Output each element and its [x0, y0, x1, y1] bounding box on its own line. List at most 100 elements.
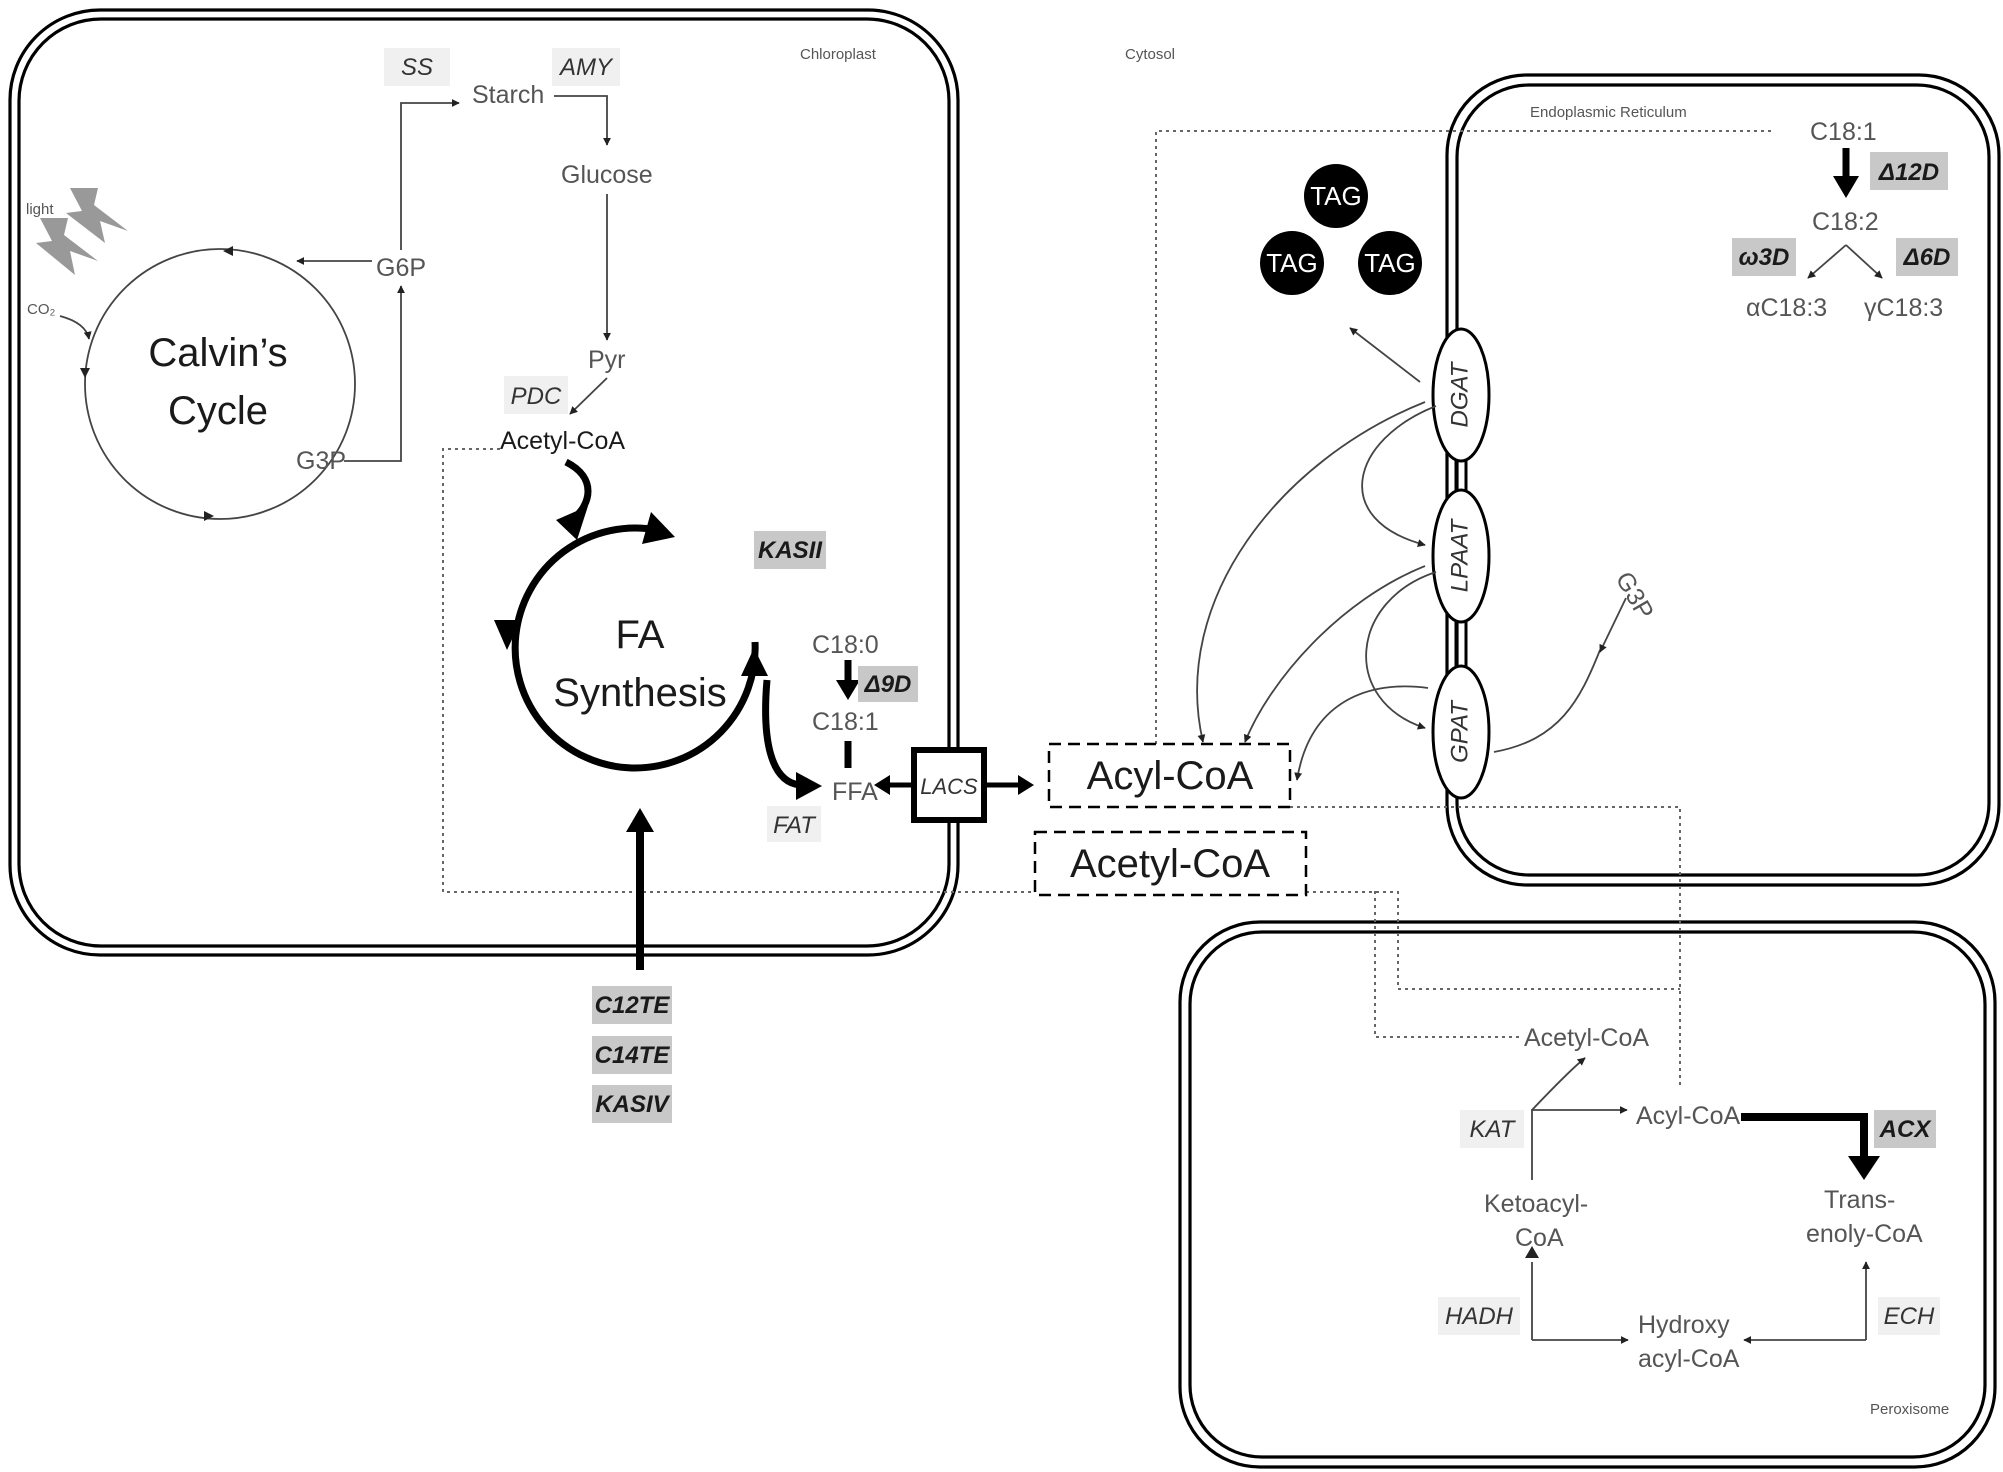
peroxisome-membrane [1178, 920, 1997, 1469]
gpat-label: GPAT [1446, 699, 1473, 763]
w3d-arrow [1807, 244, 1847, 279]
fa-line2: Synthesis [553, 671, 726, 715]
kasii-label: KASII [758, 537, 823, 564]
d12d-arrowhead [1833, 176, 1859, 198]
fa-line1: FA [616, 613, 665, 657]
er-membrane [1445, 73, 2001, 887]
co2-label: CO₂ [27, 301, 56, 318]
pyr: Pyr [588, 346, 626, 374]
fa-cycle-arrowheads [494, 512, 768, 676]
dgat-ellipse [1431, 327, 1491, 463]
er-label: Endoplasmic Reticulum [1530, 104, 1687, 121]
lpaat-ellipse [1431, 488, 1491, 624]
d12d-label: Δ12D [1878, 159, 1939, 186]
w3d-box [1732, 238, 1796, 276]
d9d-box [858, 666, 918, 702]
fat-box [767, 806, 821, 842]
kasiv-label: KASIV [595, 1091, 670, 1118]
d6d-label: Δ6D [1903, 244, 1951, 271]
peroxisome-label: Peroxisome [1870, 1401, 1949, 1418]
c18-1: C18:1 [812, 708, 879, 736]
cyto-acetyl-coa: Acetyl-CoA [1070, 842, 1270, 886]
ffa: FFA [832, 778, 878, 806]
glucose: Glucose [561, 161, 653, 189]
fa-to-ffa-arrow [762, 679, 801, 789]
hadh-box [1438, 1297, 1520, 1335]
tag-label-2: TAG [1266, 248, 1318, 278]
co2-arrow [59, 315, 92, 340]
w3d-label: ω3D [1739, 244, 1790, 271]
dotted-transport-lines [442, 130, 1775, 1088]
chloroplast-label: Chloroplast [800, 46, 877, 63]
trans-line1: Trans- [1824, 1186, 1895, 1214]
cyto-acetyl-coa-box [1033, 830, 1308, 897]
g6p: G6P [376, 254, 426, 282]
tag-droplet-1 [1304, 164, 1368, 228]
starch-to-glucose-arrow [554, 95, 611, 146]
calvin-line2: Cycle [168, 389, 268, 433]
c12te-label: C12TE [595, 992, 671, 1019]
d12d-box [1870, 152, 1948, 190]
ss-label: SS [401, 54, 433, 81]
chloroplast-membrane [8, 8, 960, 957]
lpaat-label: LPAAT [1446, 517, 1473, 592]
tag-label-1: TAG [1310, 181, 1362, 211]
fat-label: FAT [773, 812, 817, 839]
te-to-fa-arrowhead [626, 808, 654, 832]
c14te-label: C14TE [595, 1042, 671, 1069]
perox-acetyl-coa: Acetyl-CoA [1524, 1024, 1649, 1052]
pdc-box [504, 376, 568, 414]
er-ac18-3: αC18:3 [1746, 294, 1827, 322]
lacs-left-arrowhead [874, 775, 890, 795]
ech-box [1878, 1297, 1940, 1335]
acetyl-to-fa-arrowhead [556, 506, 588, 540]
kat-box [1460, 1110, 1524, 1148]
kasii-box [754, 531, 826, 569]
cytosol-label: Cytosol [1125, 46, 1175, 63]
light-label: light [26, 201, 54, 218]
calvin-line1: Calvin’s [148, 331, 287, 375]
ketoacyl-line2: CoA [1515, 1224, 1564, 1252]
trans-line2: enoly-CoA [1806, 1220, 1923, 1248]
lacs-box [911, 747, 987, 823]
perox-acyl-coa: Acyl-CoA [1636, 1102, 1741, 1130]
gpat-ellipse [1431, 664, 1491, 800]
dgat-label: DGAT [1446, 360, 1473, 427]
er-enzyme-chain [1454, 460, 1468, 666]
hadh-label: HADH [1445, 1303, 1514, 1330]
fa-to-ffa-arrowhead [796, 772, 822, 800]
g6p-to-starch-arrow [400, 99, 460, 250]
light-bolt-icon [36, 188, 128, 275]
calvin-cycle-arrowheads [80, 246, 233, 521]
c12te-box [592, 986, 672, 1024]
d6d-arrow [1845, 244, 1883, 279]
tag-droplet-2 [1260, 231, 1324, 295]
lacs-label: LACS [920, 774, 978, 799]
kat-label: KAT [1470, 1116, 1517, 1143]
amy-label: AMY [558, 54, 614, 81]
er-gc18-3: γC18:3 [1864, 294, 1943, 322]
acx-label: ACX [1879, 1116, 1933, 1143]
acx-arrow [1741, 1113, 1868, 1160]
kennedy-pathway-arrows [1196, 327, 1627, 781]
d6d-box [1896, 238, 1958, 276]
calvin-cycle-circle [84, 248, 356, 520]
acx-box [1874, 1110, 1936, 1148]
acx-arrowhead [1848, 1156, 1880, 1180]
ketoacyl-line1: Ketoacyl- [1484, 1190, 1588, 1218]
pyr-to-acetyl-arrow [569, 377, 608, 415]
d9d-label: Δ9D [864, 671, 912, 698]
calvin-g3p: G3P [296, 447, 346, 475]
er-c18-2: C18:2 [1812, 208, 1879, 236]
tag-label-3: TAG [1364, 248, 1416, 278]
hadh-arrowhead [1525, 1246, 1539, 1258]
fa-synthesis-cycle [511, 524, 759, 772]
er-c18-1: C18:1 [1810, 118, 1877, 146]
amy-box [552, 48, 620, 86]
starch: Starch [472, 81, 544, 109]
cyto-acyl-coa-box [1047, 742, 1292, 809]
tag-droplet-3 [1358, 231, 1422, 295]
g3p-to-g6p-arrow [344, 285, 405, 462]
lacs-right-arrowhead [1018, 775, 1034, 795]
